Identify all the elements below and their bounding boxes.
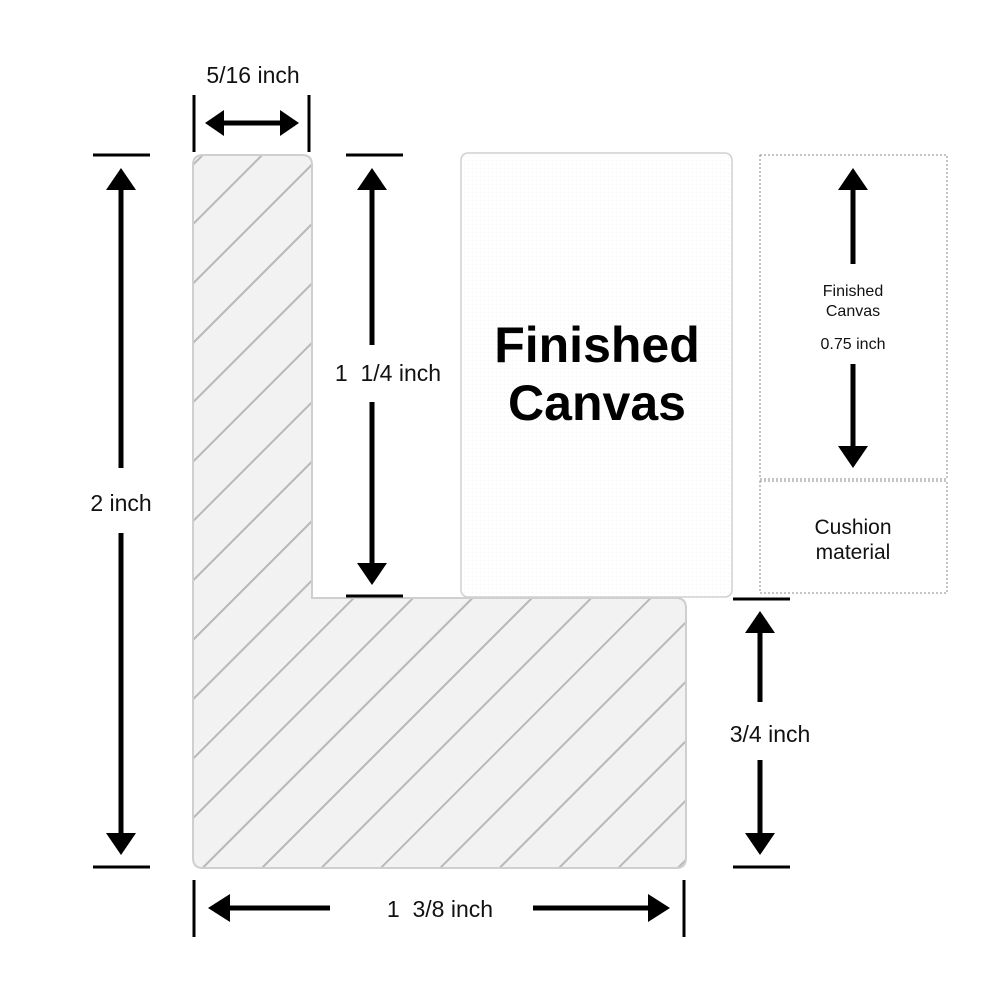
canvas-title-line2: Canvas — [508, 375, 686, 431]
side-panel-canvas-box — [759, 154, 948, 480]
inner-height-dimension — [346, 153, 403, 598]
canvas-thickness-arrow — [838, 168, 868, 468]
total-width-dimension — [192, 880, 686, 937]
inner-height-label: 1 1/4 inch — [335, 360, 441, 386]
base-height-label: 3/4 inch — [730, 721, 811, 747]
cushion-label-line2: material — [816, 541, 891, 564]
top-width-dimension — [192, 95, 311, 152]
total-height-label: 2 inch — [90, 490, 151, 516]
finished-canvas-block — [460, 152, 733, 598]
cushion-label-line1: Cushion — [814, 516, 891, 539]
canvas-title-line1: Finished — [494, 317, 700, 373]
side-canvas-label-line1: Finished — [823, 283, 883, 300]
side-canvas-thickness: 0.75 inch — [821, 336, 886, 353]
total-height-dimension — [93, 153, 150, 869]
frame-profile — [192, 154, 687, 869]
top-width-label: 5/16 inch — [206, 62, 299, 88]
side-panel-cushion-box — [759, 480, 948, 594]
base-height-dimension — [733, 597, 790, 869]
side-canvas-label-line2: Canvas — [826, 303, 880, 320]
total-width-label: 1 3/8 inch — [387, 896, 493, 922]
